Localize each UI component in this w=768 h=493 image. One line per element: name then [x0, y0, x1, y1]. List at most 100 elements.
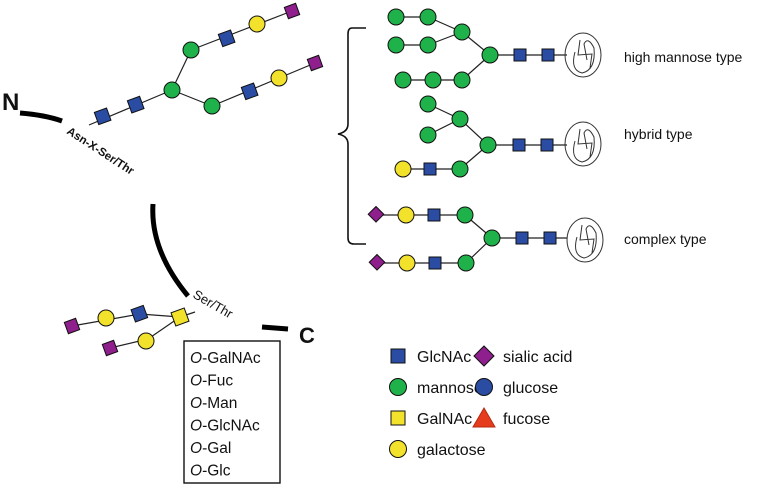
o-glycan-list-item: O-Fuc — [190, 373, 233, 390]
mannose-symbol — [419, 95, 437, 113]
sialic-acid-symbol — [101, 339, 119, 357]
glcnac-symbol — [240, 82, 259, 101]
mannose-symbol — [453, 23, 471, 41]
o-glycan-name: -GalNAc — [202, 350, 261, 367]
legend-item: glucose — [475, 378, 558, 397]
glcnac-symbol — [93, 107, 112, 126]
mannose-symbol — [483, 229, 501, 247]
o-glyco-site-label: Ser/Thr — [191, 287, 237, 322]
o-prefix: O — [190, 395, 202, 412]
backbone-mid-segment — [150, 203, 190, 298]
backbone-c-segment — [261, 324, 289, 332]
mannose-icon — [389, 378, 407, 396]
complex-structure: complex type — [367, 205, 707, 272]
protein-icon — [566, 217, 604, 263]
o-glycan-list-item: O-Man — [190, 395, 237, 412]
mannose-symbol — [419, 36, 437, 54]
o-prefix: O — [190, 418, 202, 435]
galactose-symbol — [270, 69, 288, 87]
hybrid-type-label: hybrid type — [624, 126, 693, 142]
galactose-symbol — [394, 160, 412, 178]
galnac-symbol — [170, 307, 190, 327]
glcnac-symbol — [126, 95, 145, 114]
protein-icon — [564, 32, 602, 78]
glcnac-symbol — [428, 256, 442, 270]
fucose-icon — [472, 407, 496, 428]
mannose-symbol — [203, 97, 221, 115]
glcnac-symbol — [130, 304, 149, 323]
o-glycan-list-item: O-GalNAc — [190, 350, 261, 367]
sialic-acid-symbol — [283, 2, 301, 20]
mannose-symbol — [456, 206, 474, 224]
o-glycan-box-border — [183, 340, 281, 484]
mannose-symbol — [453, 71, 471, 89]
sialic-acid-symbol — [306, 54, 324, 72]
glcnac-symbol — [515, 231, 529, 245]
mannose-symbol — [451, 160, 469, 178]
n-glycan-attached — [88, 2, 324, 126]
o-glycan-list-item: O-Gal — [190, 440, 231, 457]
protein-backbone: N C Asn-X-Ser/Thr Ser/Thr — [2, 89, 315, 348]
o-glycan-attached — [63, 304, 196, 357]
glucose-icon — [475, 378, 493, 396]
glcnac-icon — [390, 348, 406, 364]
legend-item: galactose — [389, 440, 486, 459]
legend-label: glucose — [503, 380, 558, 397]
o-glycan-name: -Fuc — [202, 373, 233, 390]
high-mannose-structure: high mannose type — [387, 8, 743, 89]
n-terminus-label: N — [2, 89, 19, 116]
o-prefix: O — [190, 350, 202, 367]
o-glycan-list-item: O-Glc — [190, 463, 231, 480]
hybrid-structure: hybrid type — [394, 95, 693, 178]
o-glycan-name: -GlcNAc — [202, 418, 260, 435]
galactose-symbol — [398, 254, 416, 272]
o-glycan-name: -Gal — [202, 440, 231, 457]
mannose-symbol — [394, 71, 412, 89]
high-mannose-type-label: high mannose type — [624, 49, 743, 65]
legend-label: galactose — [417, 442, 486, 459]
protein-icon — [564, 121, 602, 167]
mannose-symbol — [419, 8, 437, 26]
glcnac-symbol — [540, 138, 554, 152]
legend-item: GlcNAc — [390, 348, 471, 366]
complex-type-label: complex type — [624, 231, 707, 247]
o-prefix: O — [190, 440, 202, 457]
o-prefix: O — [190, 463, 202, 480]
galactose-symbol — [97, 309, 115, 327]
glcnac-symbol — [513, 48, 527, 62]
mannose-symbol — [451, 110, 469, 128]
glcnac-symbol — [541, 48, 555, 62]
c-terminus-label: C — [299, 323, 315, 348]
mannose-symbol — [163, 81, 181, 99]
legend-item: GalNAc — [390, 410, 472, 428]
mannose-symbol — [419, 126, 437, 144]
o-prefix: O — [190, 373, 202, 390]
galactose-icon — [389, 440, 407, 458]
glcnac-symbol — [423, 162, 437, 176]
glcnac-symbol — [217, 29, 236, 48]
o-glycan-name: -Man — [202, 395, 237, 412]
galactose-symbol — [248, 15, 266, 33]
legend-item: fucose — [472, 407, 550, 428]
sialic-acid-symbol — [368, 253, 386, 271]
legend-label: GalNAc — [417, 411, 472, 428]
glcnac-symbol — [427, 208, 441, 222]
sialic-acid-symbol — [63, 317, 81, 335]
n-glyco-site-label: Asn-X-Ser/Thr — [64, 125, 136, 177]
legend-label: mannose — [417, 380, 483, 397]
galnac-icon — [390, 410, 406, 426]
sialic-acid-icon — [473, 345, 495, 367]
mannose-symbol — [387, 36, 405, 54]
o-glycan-name: -Glc — [202, 463, 231, 480]
mannose-symbol — [424, 71, 442, 89]
glcnac-symbol — [512, 138, 526, 152]
legend-label: fucose — [503, 411, 550, 428]
mannose-symbol — [387, 8, 405, 26]
legend-label: GlcNAc — [417, 349, 471, 366]
mannose-symbol — [481, 46, 499, 64]
galactose-symbol — [397, 206, 415, 224]
glcnac-symbol — [543, 231, 557, 245]
